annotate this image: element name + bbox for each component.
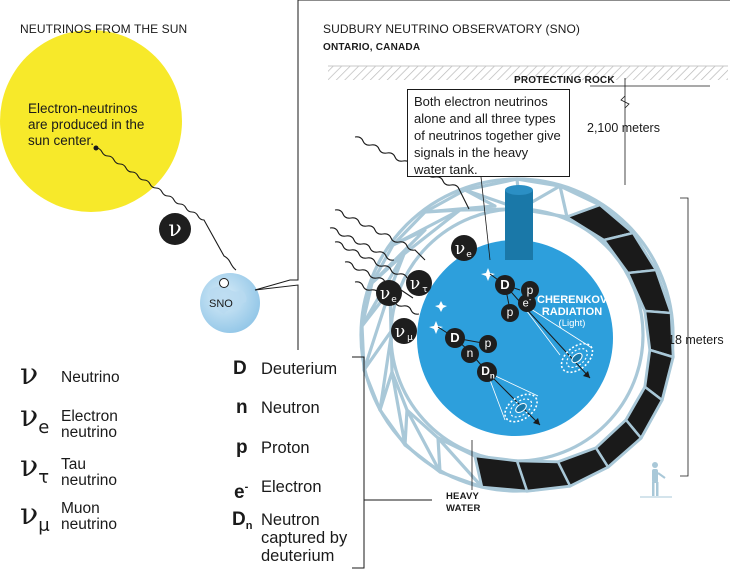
svg-text:ν: ν: [410, 274, 420, 294]
svg-text:e: e: [391, 295, 397, 305]
sno-title: SUDBURY NEUTRINO OBSERVATORY (SNO): [323, 22, 581, 36]
svg-text:μ: μ: [407, 333, 413, 343]
tank-neck: [505, 190, 533, 260]
legend-nutau-symbol: ντ: [20, 449, 50, 489]
svg-text:ν: ν: [168, 217, 181, 242]
earth-label: SNO: [209, 298, 233, 310]
badge-n: n: [466, 346, 474, 360]
svg-text:ν: ν: [455, 239, 465, 259]
badge-Dn: Dn: [481, 364, 495, 381]
cherenkov-title: CHERENKOV RADIATION: [537, 294, 608, 318]
svg-text:ν: ν: [395, 322, 405, 342]
frame-shadow: [473, 203, 675, 493]
legend-e-label: Electron: [261, 478, 322, 496]
legend-nue-label: Electron neutrino: [61, 408, 118, 441]
incoming-neutrino-badges: ν e ν τ ν e ν μ: [376, 235, 477, 344]
badge-p-3: p: [484, 336, 492, 350]
legend-Dn-label: Neutron captured by deuterium: [261, 511, 348, 565]
rock-label: PROTECTING ROCK: [514, 75, 615, 86]
badge-D-2: D: [450, 330, 460, 345]
legend-D-symbol: D: [233, 358, 247, 379]
heavy-water-label: HEAVY WATER: [446, 491, 481, 514]
badge-D-1: D: [500, 277, 510, 292]
legend-nutau-label: Tau neutrino: [61, 456, 118, 489]
size-label: 18 meters: [668, 333, 724, 347]
legend-D-label: Deuterium: [261, 360, 338, 378]
svg-text:ν: ν: [380, 284, 390, 304]
legend-p-label: Proton: [261, 439, 310, 457]
svg-text:e: e: [466, 250, 472, 260]
interaction-flashes: [429, 268, 495, 334]
badge-p-1: p: [526, 283, 534, 297]
wave-2: [329, 227, 395, 261]
legend-n-symbol: n: [236, 397, 248, 418]
legend-p-symbol: p: [236, 437, 248, 458]
sno-location: ONTARIO, CANADA: [323, 42, 421, 53]
legend-numu-label: Muon neutrino: [61, 500, 118, 533]
legend-n-label: Neutron: [261, 399, 320, 417]
sun-caption: Electron-neutrinos are produced in the s…: [28, 101, 145, 148]
cherenkov-label: CHERENKOV RADIATION (Light): [537, 294, 607, 330]
legend-nu-label: Neutrino: [61, 369, 120, 386]
particle-badges: [445, 275, 539, 382]
legend-e-symbol: e-: [234, 481, 249, 503]
cherenkov-sub: (Light): [558, 318, 586, 329]
legend-nue-symbol: νe: [20, 399, 50, 439]
badge-electron: e-: [522, 295, 532, 310]
callout-box: Both electron neutrinos alone and all th…: [407, 89, 570, 177]
wave-3: [334, 241, 408, 279]
wave-1: [334, 209, 426, 261]
person-figure: [652, 462, 666, 496]
depth-label: 2,100 meters: [587, 121, 660, 135]
cherenkov-cones: [486, 301, 594, 423]
legend-nu-symbol: ν: [20, 357, 39, 392]
neutrino-badge: [159, 213, 191, 245]
legend-Dn-symbol: Dn: [232, 509, 253, 533]
protecting-rock: [328, 66, 728, 80]
svg-text:τ: τ: [422, 285, 427, 295]
sun: [0, 30, 182, 212]
heavy-water-tank: [417, 240, 613, 436]
neutrino-path-sun: [95, 147, 237, 271]
badge-p-2: p: [506, 305, 514, 319]
legend-numu-symbol: νμ: [20, 497, 50, 537]
left-title: NEUTRINOS FROM THE SUN: [20, 22, 188, 36]
